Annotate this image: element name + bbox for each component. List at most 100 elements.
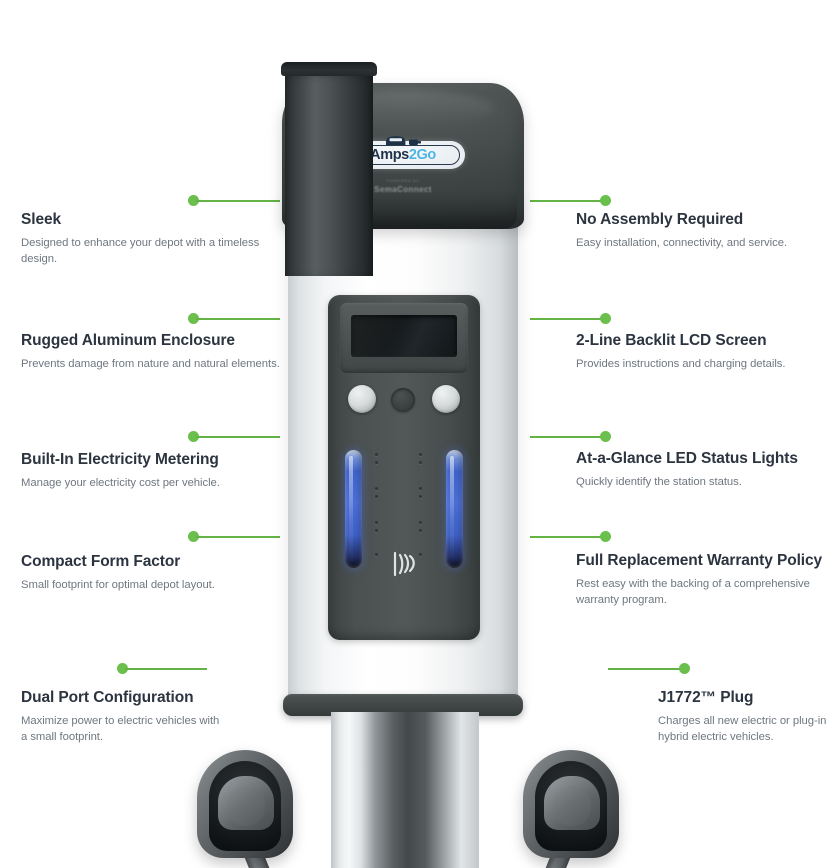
feature-j1772-plug: J1772™ Plug Charges all new electric or … [658, 689, 826, 745]
feature-dual-port-configuration: Dual Port Configuration Maximize power t… [21, 689, 221, 745]
feature-title: No Assembly Required [576, 211, 744, 228]
feature-built-in-electricity-metering: Built-In Electricity Metering Manage you… [21, 451, 291, 491]
feature-description: Manage your electricity cost per vehicle… [21, 476, 220, 489]
keypad-button-row [328, 385, 480, 419]
ev-charging-station-image: Amps2Go POWERED BY SemaConnect [197, 60, 619, 868]
connector-dot [600, 531, 611, 542]
led-status-strip-left [345, 450, 362, 568]
connector-stem [530, 536, 603, 538]
keypad-button-right[interactable] [432, 385, 460, 413]
feature-description: Maximize power to electric vehicles with… [21, 714, 220, 743]
feature-2-line-backlit-lcd-screen: 2-Line Backlit LCD Screen Provides instr… [576, 332, 826, 372]
feature-description: Charges all new electric or plug-in hybr… [658, 714, 826, 743]
fastener-dot [419, 553, 422, 556]
led-highlight [450, 456, 454, 565]
feature-title: Sleek [21, 211, 62, 228]
feature-title: At-a-Glance LED Status Lights [576, 450, 798, 467]
connector-line-rugged-aluminum-enclosure [188, 313, 280, 325]
lcd-screen[interactable] [351, 315, 457, 357]
connector-dot [188, 195, 199, 206]
connector-line-built-in-electricity-metering [188, 431, 280, 443]
connector-dot [679, 663, 690, 674]
connector-dot [188, 313, 199, 324]
fastener-dot [375, 521, 378, 524]
fastener-dot [375, 495, 378, 498]
connector-dot [600, 313, 611, 324]
connector-dot [188, 531, 199, 542]
station-base-collar [283, 694, 523, 716]
feature-description: Easy installation, connectivity, and ser… [576, 236, 788, 249]
brand-logo-text: Amps2Go [370, 148, 436, 163]
connector-dot [117, 663, 128, 674]
connector-stem [530, 436, 603, 438]
connector-stem [125, 668, 207, 670]
station-pedestal-inner [285, 68, 373, 276]
sub-brand-prefix: POWERED BY [386, 178, 420, 183]
feature-description: Designed to enhance your depot with a ti… [21, 236, 260, 265]
fastener-dot [375, 529, 378, 532]
plug-connector-tip [227, 786, 265, 826]
connector-line-compact-form-factor [188, 531, 280, 543]
fastener-dot [419, 529, 422, 532]
feature-no-assembly-required: No Assembly Required Easy installation, … [576, 211, 826, 251]
connector-line-at-a-glance-led-status-lights [530, 431, 611, 443]
faceplate-fastener-grid [375, 453, 433, 563]
station-control-faceplate [328, 295, 480, 640]
connector-stem [530, 200, 603, 202]
led-status-strip-right [446, 450, 463, 568]
fastener-dot [419, 453, 422, 456]
rfid-wave-icon[interactable] [385, 548, 419, 578]
connector-stem [196, 200, 280, 202]
fastener-dot [375, 453, 378, 456]
station-pedestal-outer [331, 712, 479, 868]
feature-description: Prevents damage from nature and natural … [21, 357, 280, 370]
connector-stem [196, 536, 280, 538]
feature-description: Rest easy with the backing of a comprehe… [576, 577, 810, 606]
connector-line-2-line-backlit-lcd-screen [530, 313, 611, 325]
feature-description: Small footprint for optimal depot layout… [21, 578, 215, 591]
fastener-dot [419, 521, 422, 524]
brand-logo-text-primary: Amps [370, 146, 409, 163]
connector-dot [600, 195, 611, 206]
plug-connector-tip [553, 786, 591, 826]
connector-line-full-replacement-warranty-policy [530, 531, 611, 543]
led-highlight [349, 456, 353, 565]
feature-title: 2-Line Backlit LCD Screen [576, 332, 767, 349]
feature-full-replacement-warranty-policy: Full Replacement Warranty Policy Rest ea… [576, 552, 826, 608]
feature-title: Compact Form Factor [21, 553, 181, 570]
fastener-dot [419, 487, 422, 490]
connector-line-no-assembly-required [530, 195, 611, 207]
connector-line-dual-port-configuration [117, 663, 207, 675]
connector-stem [530, 318, 603, 320]
keypad-button-center[interactable] [391, 388, 415, 412]
sub-brand-name: SemaConnect [374, 185, 432, 194]
lcd-gloss-highlight [351, 315, 421, 357]
connector-stem [608, 668, 682, 670]
sub-brand-block: POWERED BY SemaConnect [313, 178, 493, 195]
j1772-plug-left [197, 750, 305, 868]
keypad-button-left[interactable] [348, 385, 376, 413]
connector-stem [196, 436, 280, 438]
lcd-housing [340, 303, 468, 373]
fastener-dot [375, 461, 378, 464]
connector-dot [188, 431, 199, 442]
feature-description: Quickly identify the station status. [576, 475, 742, 488]
fastener-dot [375, 553, 378, 556]
connector-line-sleek [188, 195, 280, 207]
feature-at-a-glance-led-status-lights: At-a-Glance LED Status Lights Quickly id… [576, 450, 826, 490]
feature-title: Rugged Aluminum Enclosure [21, 332, 235, 349]
car-icon [386, 136, 421, 145]
fastener-dot [419, 461, 422, 464]
brand-logo-text-secondary: 2Go [408, 146, 436, 163]
connector-dot [600, 431, 611, 442]
feature-rugged-aluminum-enclosure: Rugged Aluminum Enclosure Prevents damag… [21, 332, 291, 372]
connector-line-j1772-plug [608, 663, 690, 675]
feature-compact-form-factor: Compact Form Factor Small footprint for … [21, 553, 291, 593]
connector-stem [196, 318, 280, 320]
feature-sleek: Sleek Designed to enhance your depot wit… [21, 211, 291, 267]
feature-description: Provides instructions and charging detai… [576, 357, 786, 370]
feature-title: Built-In Electricity Metering [21, 451, 219, 468]
j1772-plug-right [523, 750, 631, 868]
station-pedestal-cap [281, 62, 377, 76]
fastener-dot [375, 487, 378, 490]
